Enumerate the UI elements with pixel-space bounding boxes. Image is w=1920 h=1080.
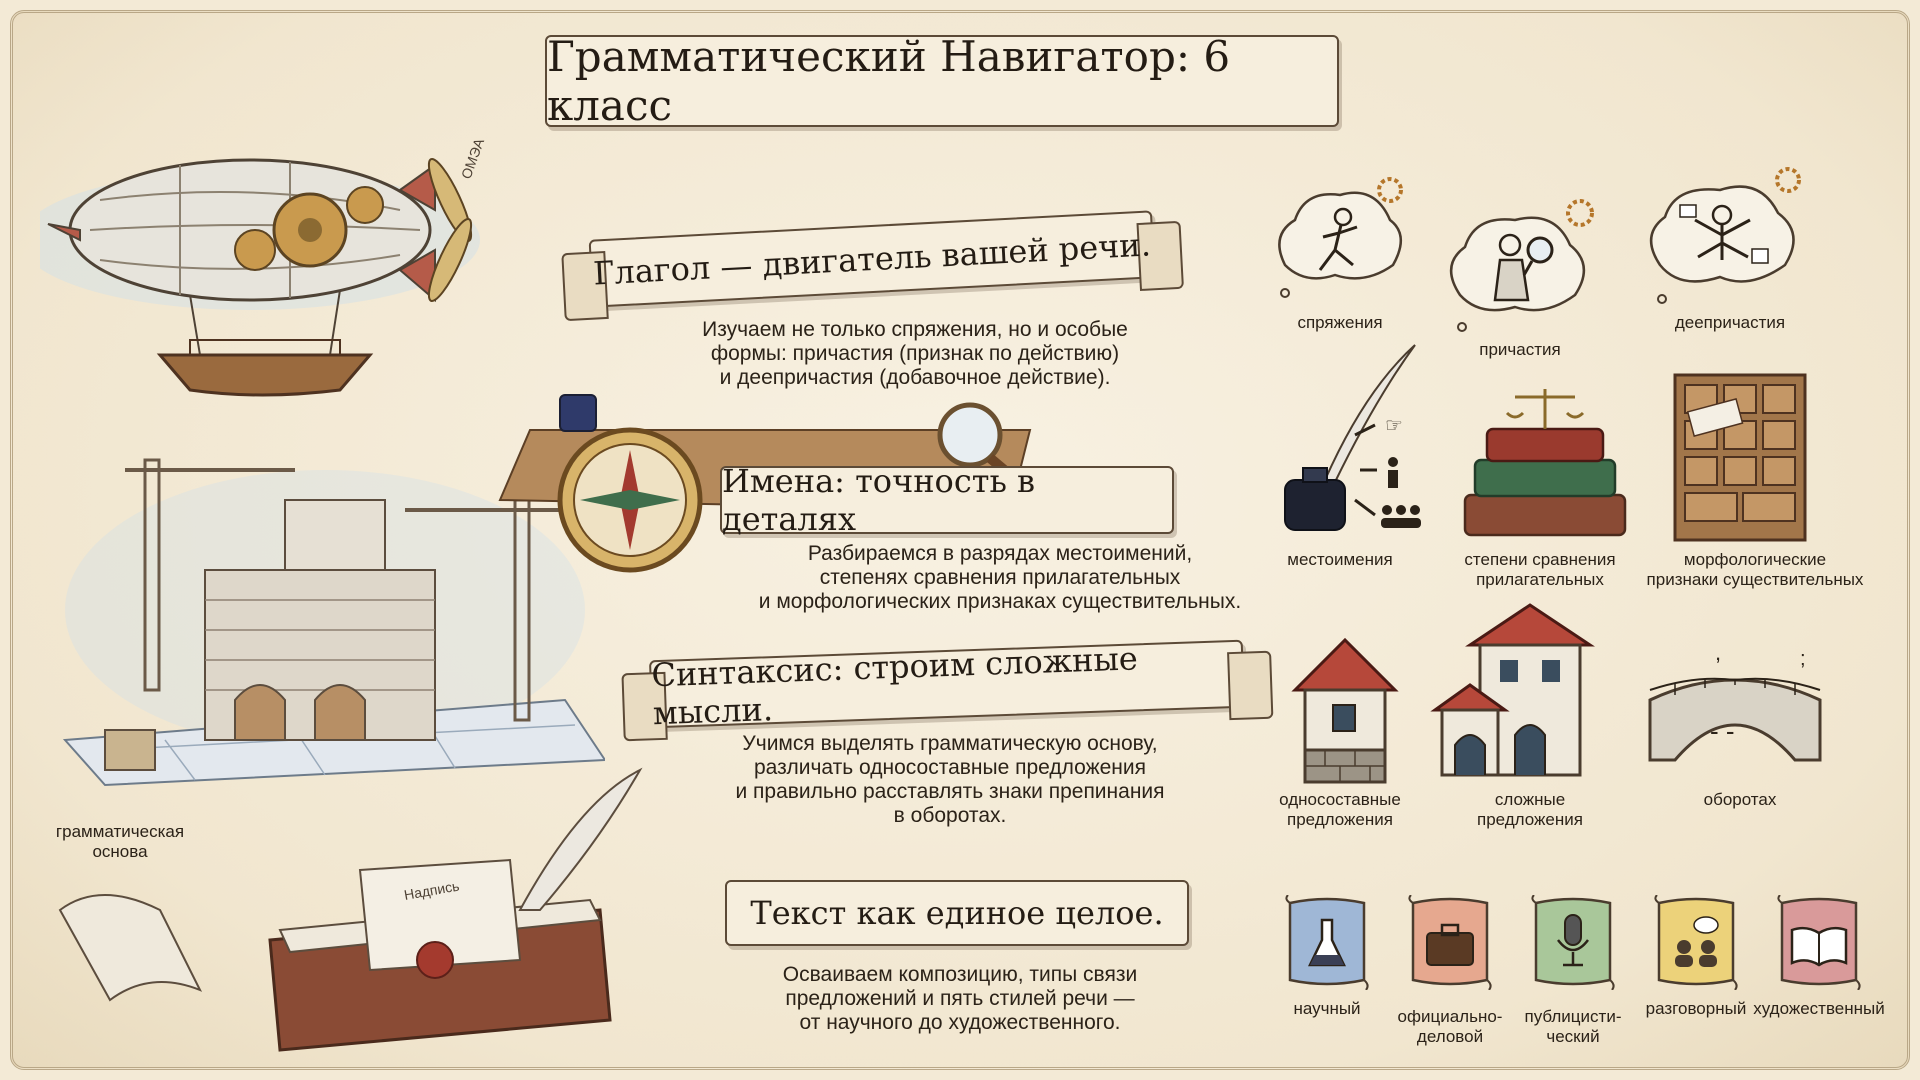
bridge-icon: , ; - - [1648, 640, 1822, 762]
style-label: научный [1293, 999, 1361, 1018]
svg-text:- -: - - [1710, 716, 1735, 746]
large-house-icon [1430, 603, 1595, 777]
books-scales-icon [1463, 389, 1627, 537]
description-line: Изучаем не только спряжения, но и особые [702, 318, 1128, 341]
briefcase-icon [1408, 895, 1492, 990]
description-line: Разбираемся в разрядах местоимений, [807, 542, 1193, 565]
verb-icon-label: причастия [1479, 340, 1561, 359]
book-letter-illustration: Надпись [58, 767, 643, 1052]
svg-text:,: , [1715, 640, 1721, 665]
description-line: Учимся выделять грамматическую основу, [742, 732, 1158, 755]
svg-text:;: ; [1800, 648, 1806, 670]
noun-icon-label: морфологические признаки существительных [1630, 550, 1880, 590]
section-description-nouns: Разбираемся в разрядах местоимений, степ… [700, 542, 1300, 614]
style-label: официально-деловой [1375, 1007, 1525, 1047]
construction-label-line: грамматическая [55, 822, 185, 841]
label-line: деловой [1416, 1027, 1484, 1046]
label-line: предложения [1287, 810, 1393, 829]
multitask-man-icon [1650, 167, 1801, 304]
description-line: предложений и пять стилей речи — [785, 987, 1135, 1010]
filing-cabinet-icon [1673, 373, 1807, 542]
noun-icon-label: степени сравнения прилагательных [1440, 550, 1640, 590]
description-line: от научного до художественного. [799, 1011, 1121, 1034]
syntax-icon-label: сложные предложения [1440, 790, 1620, 830]
label-line: сложные [1494, 790, 1566, 809]
style-item: публицисти-ческий [1518, 895, 1628, 1046]
label-line: предложения [1477, 810, 1583, 829]
noun-icon-label: местоимения [1287, 550, 1393, 569]
flask-icon [1285, 895, 1369, 990]
section-ribbon-text: Текст как единое целое. [697, 880, 1217, 958]
description-line: в оборотах. [893, 804, 1007, 827]
syntax-icon-label: оборотах [1703, 790, 1777, 809]
description-line: различать односоставные предложения [753, 756, 1147, 779]
style-item: художественный [1753, 895, 1885, 1045]
section-heading: Глагол — двигатель вашей речи. [592, 225, 1152, 293]
description-line: степенях сравнения прилагательных [819, 566, 1181, 589]
label-line: официально- [1397, 1007, 1503, 1026]
airship-text: ОМЭА [458, 140, 488, 181]
magnifier-man-icon [1450, 199, 1594, 332]
label-line: прилагательных [1476, 570, 1604, 589]
airship-illustration: ОМЭА [40, 140, 488, 397]
microphone-icon [1531, 895, 1615, 990]
label-line: ческий [1546, 1027, 1600, 1046]
construction-illustration [62, 458, 605, 787]
style-label: публицисти-ческий [1498, 1007, 1648, 1047]
open-book-icon [1777, 895, 1861, 990]
syntax-icon-label: односоставные предложения [1250, 790, 1430, 830]
verb-icon-label: деепричастия [1674, 313, 1786, 332]
style-label: художественный [1753, 999, 1885, 1018]
quill-inkwell-icon: ☞ [1284, 344, 1421, 531]
section-description-text: Осваиваем композицию, типы связи предлож… [720, 963, 1200, 1035]
small-house-icon [1291, 637, 1399, 784]
construction-label: грамматическая основа [20, 822, 220, 862]
section-heading: Текст как единое целое. [750, 894, 1164, 932]
running-man-icon [1278, 177, 1403, 298]
description-line: и правильно расставлять знаки препинания [735, 780, 1165, 803]
style-item: разговорный [1641, 895, 1751, 1045]
description-line: формы: причастия (признак по действию) [710, 342, 1120, 365]
description-line: и морфологических признаках существитель… [758, 590, 1242, 613]
section-description-syntax: Учимся выделять грамматическую основу, р… [660, 732, 1240, 828]
label-line: односоставные [1279, 790, 1401, 809]
title-ribbon: Грамматический Навигатор: 6 класс [517, 32, 1367, 139]
label-line: морфологические [1683, 550, 1827, 569]
section-heading: Имена: точность в деталях [722, 462, 1036, 538]
style-label: разговорный [1645, 999, 1747, 1018]
section-ribbon-nouns: Имена: точность в деталях [692, 462, 1202, 546]
style-item: официально-деловой [1395, 895, 1505, 1046]
section-description-verb: Изучаем не только спряжения, но и особые… [640, 318, 1190, 390]
dialogue-icon [1654, 895, 1738, 990]
label-line: признаки существительных [1646, 570, 1864, 589]
label-line: публицисти- [1524, 1007, 1622, 1026]
description-line: и деепричастия (добавочное действие). [719, 366, 1111, 389]
description-line: Осваиваем композицию, типы связи [782, 963, 1138, 986]
page-title: Грамматический Навигатор: 6 класс [547, 32, 1231, 130]
svg-text:☞: ☞ [1385, 415, 1403, 437]
verb-icon-label: спряжения [1297, 313, 1383, 332]
construction-label-line: основа [92, 842, 148, 861]
style-item: научный [1272, 895, 1382, 1045]
label-line: степени сравнения [1464, 550, 1616, 569]
